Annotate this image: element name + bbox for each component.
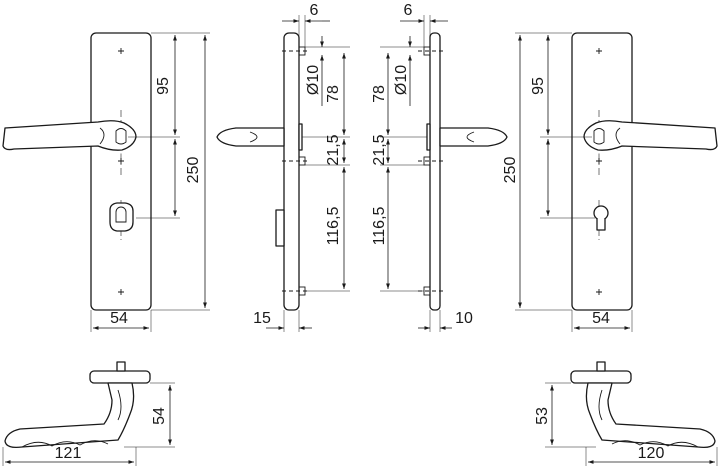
dim-6-left: 6 [310,2,319,19]
dim-21-5-left: 21,5 [325,134,342,165]
rosette-right [570,370,632,384]
side-view-right: 6 Ø10 78 21,5 116,5 10 [371,2,508,332]
handle-grip-right [585,382,716,449]
screw-bosses-right [423,46,431,296]
dim-95-left: 95 [155,77,172,95]
dim-diameter-right: Ø10 [393,65,410,95]
dim-121: 121 [55,445,82,462]
dim-78-left: 78 [325,85,342,103]
dim-250-right: 250 [502,157,519,184]
side-plate-right [429,32,441,311]
handle-grip-left [4,382,135,449]
dim-250-left: 250 [185,157,202,184]
cylinder-cutout-left [109,202,134,232]
side-spindle-right [426,123,431,151]
screw-marks-right [596,48,602,295]
side-stop-left [275,209,285,247]
dim-21-5-right: 21,5 [371,134,388,165]
backplate-right [571,32,633,311]
cylinder-cutout-right [593,205,609,231]
front-view-left: 95 250 54 [2,32,210,332]
dim-diameter-left: Ø10 [305,65,322,95]
lever-left [2,120,137,151]
screw-marks-left [118,48,124,295]
side-plate-left [283,32,300,311]
dim-54-right: 54 [592,310,610,327]
front-view-right: 95 250 54 [502,32,718,332]
rosette-left [89,370,151,384]
handle-top-view-left: 54 121 [2,361,175,466]
side-spindle-left [298,123,303,151]
lever-right [583,120,718,151]
dim-10-right: 10 [455,310,473,327]
dim-15-left: 15 [253,310,271,327]
dim-54-left: 54 [110,310,128,327]
dim-116-5-left: 116,5 [325,206,342,245]
dim-6-right: 6 [404,2,413,19]
dim-53-handle-right: 53 [534,407,551,425]
side-lever-left [216,127,285,147]
dim-116-5-right: 116,5 [371,206,388,245]
side-lever-right [439,127,508,147]
side-view-left: 6 Ø10 78 21,5 116,5 15 [216,2,350,332]
dim-54-handle-left: 54 [151,407,168,425]
handle-top-view-right: 53 120 [534,361,718,466]
dim-95-right: 95 [530,77,547,95]
dim-120: 120 [638,445,665,462]
dim-78-right: 78 [371,85,388,103]
